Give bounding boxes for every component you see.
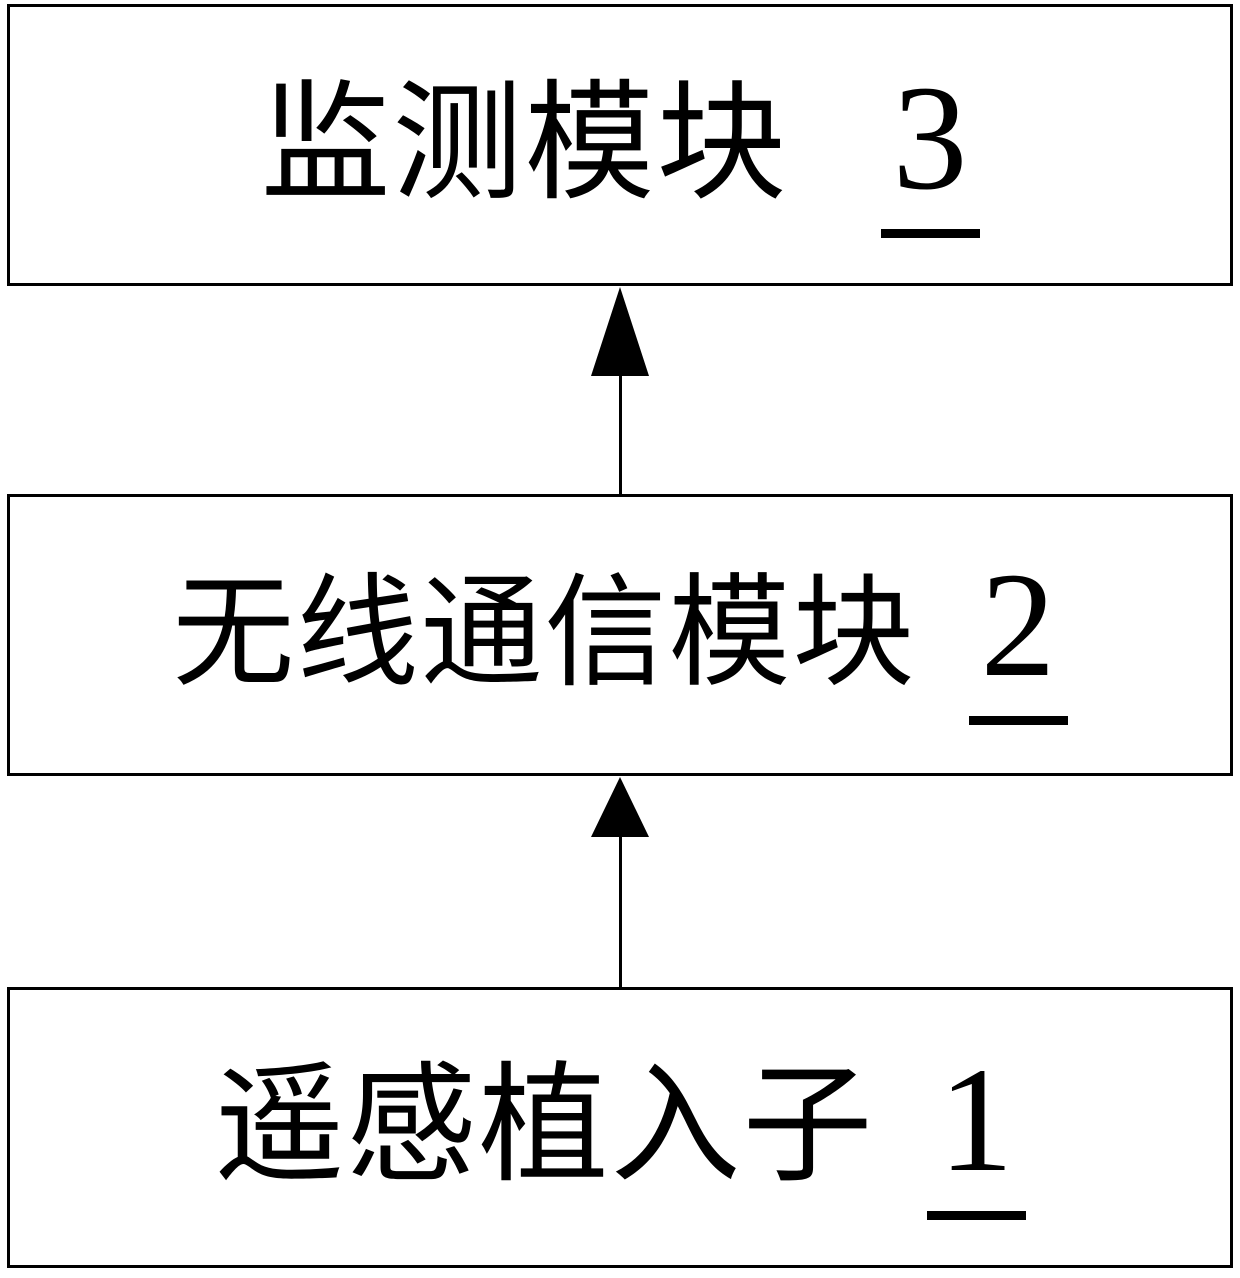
module-number: 1 xyxy=(926,1037,1026,1220)
module-number: 3 xyxy=(880,55,980,238)
arrow-shaft xyxy=(619,834,622,989)
module-label: 监测模块 xyxy=(260,73,789,217)
module-label: 无线通信模块 xyxy=(172,567,917,702)
module-label: 遥感植入子 xyxy=(214,1055,875,1199)
box-monitoring-module: 监测模块 3 xyxy=(7,4,1233,286)
arrow-shaft xyxy=(619,374,622,496)
arrow-up-icon xyxy=(591,287,649,376)
arrow-up-icon xyxy=(591,777,649,837)
box-remote-sensing-implant: 遥感植入子 1 xyxy=(7,987,1233,1268)
module-number: 2 xyxy=(968,542,1068,725)
box-wireless-communication-module: 无线通信模块 2 xyxy=(7,494,1233,776)
